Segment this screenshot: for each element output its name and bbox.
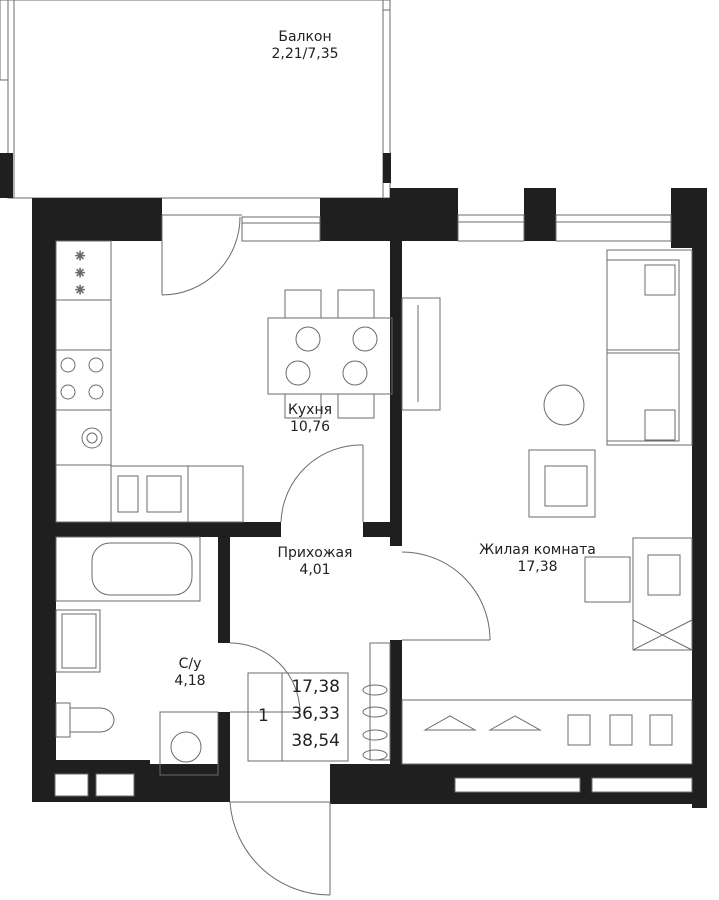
balcony-post-left	[0, 0, 9, 81]
bath-area: 4,18	[174, 673, 206, 689]
hall-name: Прихожая	[277, 545, 353, 561]
total-with-balcony-summary: 38,54	[291, 731, 340, 751]
kitchen-furniture: ✳ ✳ ✳	[55, 240, 244, 523]
total-area-summary: 36,33	[291, 704, 340, 724]
living-label: Жилая комната 17,38	[470, 542, 605, 576]
bath-name: С/у	[178, 656, 202, 672]
living-name: Жилая комната	[479, 542, 596, 558]
living-furniture	[401, 249, 693, 765]
kitchen-area: 10,76	[289, 419, 331, 435]
dining-table	[267, 289, 393, 419]
walls	[32, 188, 707, 808]
balcony-name: Балкон	[278, 29, 332, 45]
windows	[54, 214, 693, 797]
svg-text:✳: ✳	[75, 249, 85, 263]
svg-text:✳: ✳	[75, 266, 85, 280]
kitchen-name: Кухня	[287, 402, 333, 418]
kitchen-label: Кухня 10,76	[260, 402, 360, 436]
summary: 1 17,38 36,33 38,54	[248, 673, 348, 761]
hall-label: Прихожая 4,01	[255, 545, 375, 579]
living-area-summary: 17,38	[291, 677, 340, 697]
balcony-rail-left	[0, 153, 13, 198]
balcony-area: 2,21/7,35	[271, 46, 339, 62]
hall-area: 4,01	[299, 562, 331, 578]
bathroom-furniture	[55, 536, 219, 776]
doors	[161, 214, 491, 896]
bath-label: С/у 4,18	[160, 656, 220, 690]
living-area: 17,38	[517, 559, 558, 575]
rooms-count: 1	[258, 706, 269, 726]
summary-box	[247, 672, 349, 762]
wardrobe	[423, 714, 673, 746]
balcony-label: Балкон 2,21/7,35	[240, 29, 370, 63]
balcony-post-right	[382, 0, 391, 11]
shoe-rack	[362, 642, 391, 761]
svg-text:✳: ✳	[75, 283, 85, 297]
balcony-rail-right	[383, 153, 391, 183]
